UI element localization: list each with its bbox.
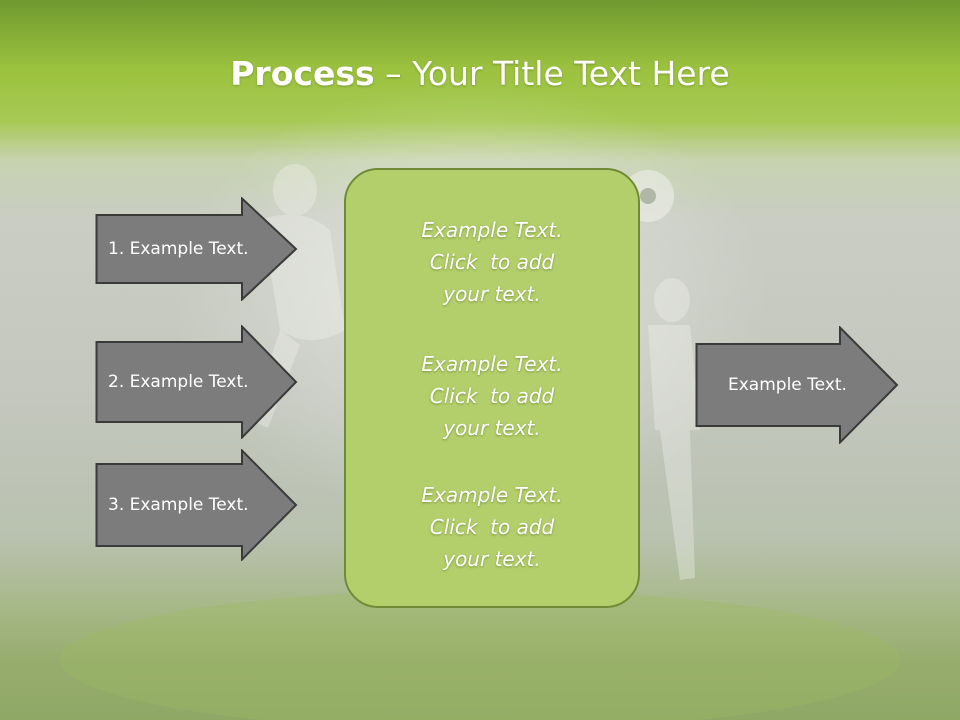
arrow-right-shape-icon <box>95 325 298 439</box>
player-right-silhouette <box>648 278 700 580</box>
left-arrow-1-label: 1. Example Text. <box>108 239 249 259</box>
left-arrow-3-label: 3. Example Text. <box>108 495 249 515</box>
left-arrow-1[interactable]: 1. Example Text. <box>95 197 298 301</box>
title-bold: Process <box>230 54 375 93</box>
arrow-right-shape-icon <box>695 326 899 444</box>
center-text-box[interactable]: Example Text. Click to add your text. Ex… <box>344 168 640 608</box>
page-title: Process – Your Title Text Here <box>0 52 960 96</box>
center-text-line: Click to add <box>429 515 555 539</box>
center-text-line: Example Text. <box>421 483 563 507</box>
center-text-line: Click to add <box>429 384 555 408</box>
center-text-line: Example Text. <box>421 218 563 242</box>
title-rest: – Your Title Text Here <box>374 54 730 93</box>
center-text-line: Example Text. <box>421 352 563 376</box>
arrow-right-shape-icon <box>95 449 298 561</box>
center-text-line: your text. <box>443 416 541 440</box>
center-text-block-2[interactable]: Example Text. Click to add your text. <box>346 348 638 444</box>
center-text-block-3[interactable]: Example Text. Click to add your text. <box>346 479 638 575</box>
right-arrow-label: Example Text. <box>728 375 847 395</box>
arrow-right-shape-icon <box>95 197 298 301</box>
left-arrow-2[interactable]: 2. Example Text. <box>95 325 298 439</box>
center-text-block-1[interactable]: Example Text. Click to add your text. <box>346 214 638 310</box>
center-text-line: Click to add <box>429 250 555 274</box>
center-text-line: your text. <box>443 547 541 571</box>
left-arrow-2-label: 2. Example Text. <box>108 372 249 392</box>
center-text-line: your text. <box>443 282 541 306</box>
left-arrow-3[interactable]: 3. Example Text. <box>95 449 298 561</box>
right-arrow[interactable]: Example Text. <box>695 326 899 444</box>
